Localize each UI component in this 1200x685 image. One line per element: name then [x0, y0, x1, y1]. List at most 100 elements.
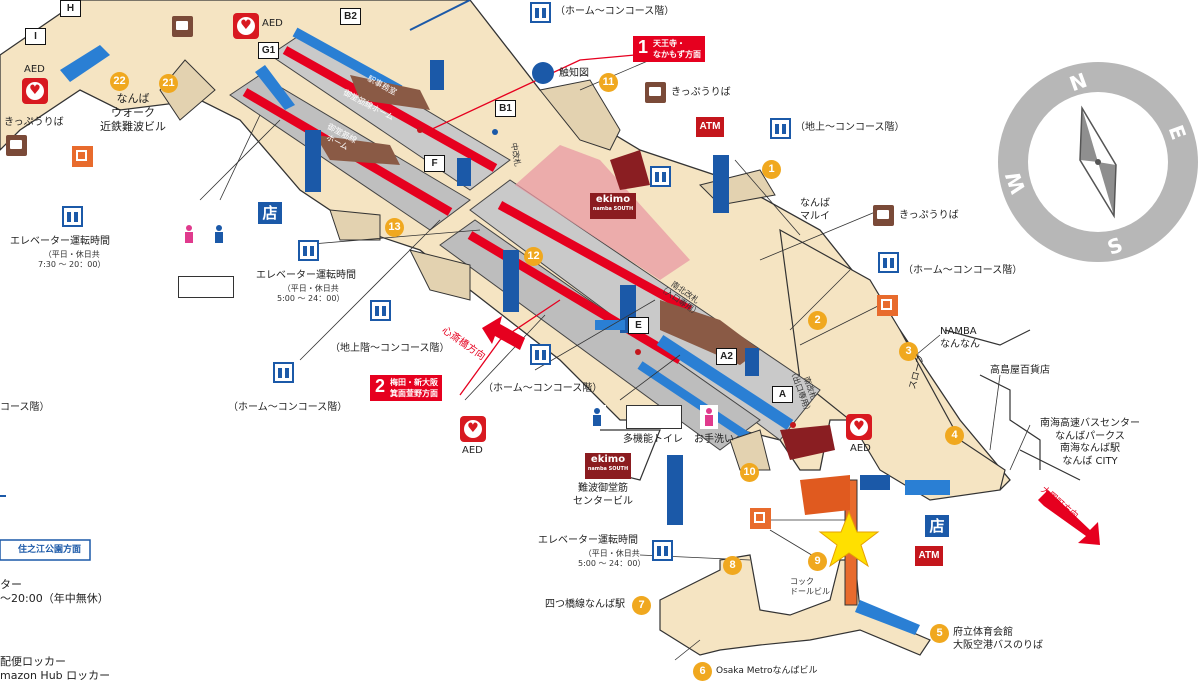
dest2-text: 梅田・新大阪 箕面萱野方面	[390, 378, 439, 398]
ticket-icon-right	[873, 205, 894, 226]
stairs-exit-11	[539, 79, 621, 151]
label-ground-concourse-right: （地上～コンコース階）	[795, 122, 905, 133]
rail-blue-3	[292, 27, 403, 95]
building-outlines	[599, 329, 1081, 481]
locker-icon-bottom	[750, 508, 771, 529]
label-elev-hours-left-detail: （平日・休日共 7:30 ～ 20：00）	[38, 250, 106, 269]
dot-b1	[492, 129, 498, 135]
escalator-column-1	[305, 130, 321, 192]
dest2-number: 2	[375, 376, 386, 396]
ticket-icon-left	[6, 135, 27, 156]
exit-2: 2	[808, 311, 827, 330]
label-ground-concourse-center: （地上階～コンコース階）	[330, 343, 450, 354]
escalator-exit-5	[855, 600, 920, 635]
elevator-icon-right-1	[770, 118, 791, 139]
midosuji-home-block	[315, 135, 400, 165]
label-ticket-center: きっぷうりば	[671, 87, 731, 98]
exit-9: 9	[808, 552, 827, 571]
label-elev-hours-bottom-title: エレベーター運転時間	[538, 535, 638, 546]
restroom-female-icon-left	[180, 222, 198, 246]
label-prefectural-gym: 府立体育会館 大阪空港バスのりば	[953, 627, 1043, 651]
label-tactile-map: 触知図	[559, 68, 589, 79]
dest1-number: 1	[638, 37, 649, 57]
ticket-icon-center	[645, 82, 666, 103]
escalator-column-8	[745, 348, 759, 376]
label-cock-doll: コック ドールビル	[790, 577, 830, 596]
escalator-g1	[255, 65, 295, 110]
elevator-icon-bottom	[652, 540, 673, 561]
dot-e	[635, 349, 641, 355]
label-ticket-right: きっぷうりば	[899, 210, 959, 221]
label-namba-midosuji-center: 難波御堂筋 センタービル	[573, 483, 633, 507]
ekimo-sign-upper: ekimo namba SOUTH	[590, 193, 636, 219]
gate-b2: B2	[340, 8, 361, 25]
gate-e: E	[628, 317, 649, 334]
exit-10: 10	[740, 463, 759, 482]
escalator-column-6	[430, 60, 444, 90]
label-home-concourse-mid: （ホーム～コンコース階）	[483, 383, 603, 394]
escalator-column-2	[503, 250, 519, 312]
ekimo-sign-lower: ekimo namba SOUTH	[585, 453, 631, 479]
label-elev-hours-left-title: エレベーター運転時間	[10, 236, 110, 247]
gate-h: H	[60, 0, 81, 17]
station-office-block	[350, 75, 430, 110]
label-nankai: 南海高速バスセンター なんばパークス 南海なんば駅 なんば CITY	[1040, 418, 1140, 467]
label-namba-marui: なんば マルイ	[800, 198, 830, 222]
stairs-exit-10	[729, 429, 771, 471]
elevator-icon-center	[298, 240, 319, 261]
wall-north	[610, 150, 650, 190]
dest2-leader	[459, 299, 561, 396]
tactile-map-icon	[532, 62, 554, 84]
dot-dest1	[417, 127, 423, 133]
label-osaka-metro-building: Osaka Metroなんばビル	[716, 666, 818, 676]
label-home-concourse-top: （ホーム～コンコース階）	[555, 6, 675, 17]
leader-lines	[199, 59, 1031, 661]
gate-b1: B1	[495, 100, 516, 117]
elevator-icon-center-2	[370, 300, 391, 321]
atm-icon-top: ATM	[696, 117, 724, 137]
restroom-male-icon-left	[210, 222, 228, 246]
shinsaibashi-arrow	[482, 316, 525, 350]
escalator-column-5	[667, 455, 683, 525]
gate-a2: A2	[716, 348, 737, 365]
label-multi-toilet: 多機能トイレ	[623, 434, 683, 445]
escalator-exit-4	[905, 480, 950, 495]
gate-f: F	[424, 155, 445, 172]
current-location-star	[818, 510, 880, 568]
label-ticket-left: きっぷうりば	[4, 117, 64, 128]
shop-icon-left: 店	[258, 202, 282, 224]
suminoe-box	[0, 539, 91, 561]
label-elev-hours-center-title: エレベーター運転時間	[256, 270, 356, 281]
stairs-exit-12	[409, 249, 471, 301]
escalator-nw	[60, 45, 110, 82]
label-concourse-edge: コース階）	[0, 402, 50, 413]
exit-1: 1	[762, 160, 781, 179]
escalator-column-7	[457, 158, 471, 186]
gate-g1: G1	[258, 42, 279, 59]
wall-south-gate	[780, 425, 835, 460]
label-suminoe: 住之江公園方面	[18, 545, 82, 555]
multi-toilet-icon-left	[178, 276, 234, 298]
orange-block	[800, 475, 850, 515]
escalator-e	[595, 320, 625, 330]
stairs-exit-13	[329, 209, 381, 241]
ticket-icon-top	[172, 16, 193, 37]
elevator-icon-mid	[530, 344, 551, 365]
exit-11: 11	[599, 73, 618, 92]
label-elev-hours-center-detail: （平日・休日共 5:00 ～ 24：00）	[277, 284, 345, 303]
ekimo-name-upper: ekimo	[595, 194, 631, 205]
label-namba-walk: なんば ウォーク 近鉄難波ビル	[100, 92, 166, 133]
shop-icon-right: 店	[925, 515, 949, 537]
label-lockers: 配便ロッカー mazon Hub ロッカー	[0, 655, 111, 682]
dot-a	[790, 422, 796, 428]
exit-8: 8	[723, 556, 742, 575]
elevator-icon-lower-left	[273, 362, 294, 383]
aed-icon-bottom	[460, 416, 486, 442]
label-yotsubashi: 四つ橋線なんば駅	[545, 599, 625, 610]
ekimo-sub-upper: namba SOUTH	[592, 206, 634, 212]
daikokucho-arrow	[1038, 490, 1100, 545]
ekimo-sub-lower: namba SOUTH	[587, 466, 629, 472]
label-elev-hours-bottom-detail: （平日・休日共 5:00 ～ 24：00）	[578, 549, 646, 568]
